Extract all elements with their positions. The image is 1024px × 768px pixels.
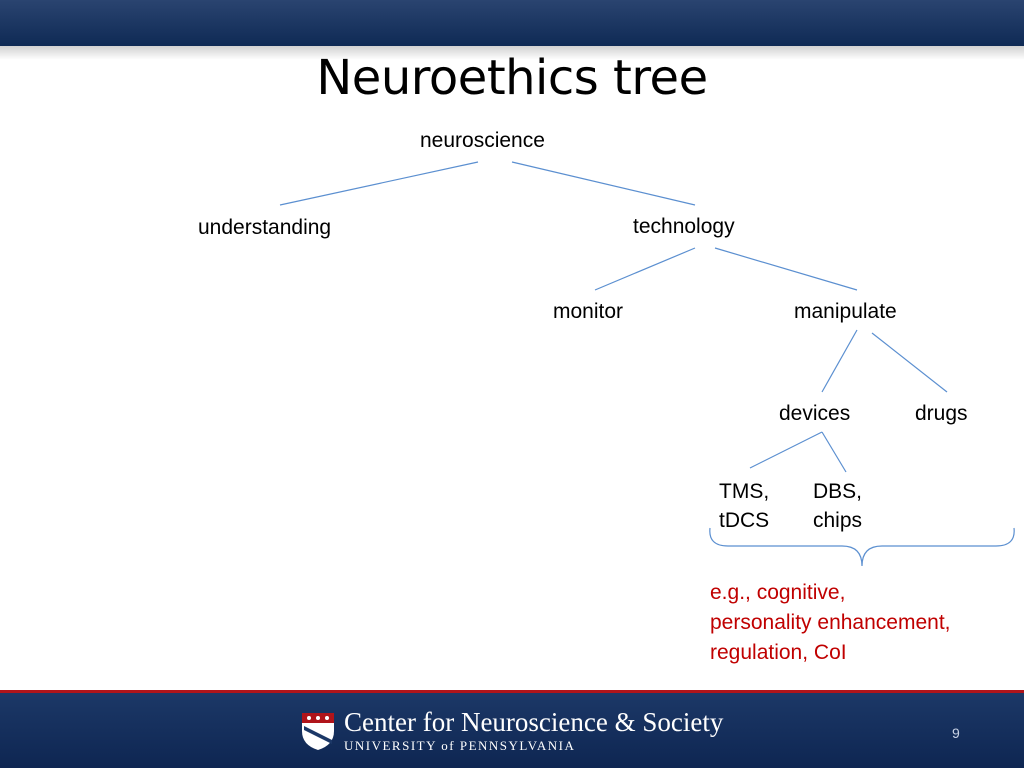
page-number: 9 <box>952 725 960 741</box>
note-line-2: personality enhancement, <box>710 611 951 634</box>
node-manipulate: manipulate <box>794 300 897 323</box>
header-shadow <box>0 46 1024 60</box>
edge-neuroscience-technology <box>511 161 696 206</box>
edge-manipulate-devices <box>821 329 858 393</box>
note-line-1: e.g., cognitive, <box>710 581 846 604</box>
node-neuroscience: neuroscience <box>420 129 545 152</box>
org-name: Center for Neuroscience & Society <box>344 707 724 737</box>
node-tms: TMS, tDCS <box>719 477 769 535</box>
node-monitor: monitor <box>553 300 624 323</box>
node-dbs-line1: DBS, <box>813 480 863 503</box>
footer-accent-line <box>0 690 1024 693</box>
node-drugs: drugs <box>915 402 968 425</box>
node-technology: technology <box>633 215 735 238</box>
edge-technology-manipulate <box>714 247 858 291</box>
footer-bar: Center for Neuroscience & Society UNIVER… <box>0 693 1024 768</box>
node-dbs: DBS, chips <box>813 477 862 535</box>
note-line-3: regulation, CoI <box>710 641 847 664</box>
slide-title: Neuroethics tree <box>316 50 708 106</box>
node-understanding: understanding <box>198 216 332 239</box>
edge-manipulate-drugs <box>871 332 948 393</box>
edge-neuroscience-understanding <box>279 161 479 206</box>
node-tms-line1: TMS, <box>719 480 770 503</box>
node-devices: devices <box>779 402 851 425</box>
grouping-brace <box>709 527 1015 567</box>
node-tms-line2: tDCS <box>719 509 770 532</box>
examples-note: e.g., cognitive, personality enhancement… <box>710 578 951 668</box>
edge-technology-monitor <box>594 247 696 291</box>
university-name: UNIVERSITY of PENNSYLVANIA <box>344 738 576 753</box>
tree-connectors <box>279 161 1015 567</box>
penn-shield-icon <box>302 713 334 750</box>
edge-devices-dbs <box>821 431 847 473</box>
header-bar <box>0 0 1024 46</box>
edge-devices-tms <box>749 431 823 469</box>
node-dbs-line2: chips <box>813 509 863 532</box>
